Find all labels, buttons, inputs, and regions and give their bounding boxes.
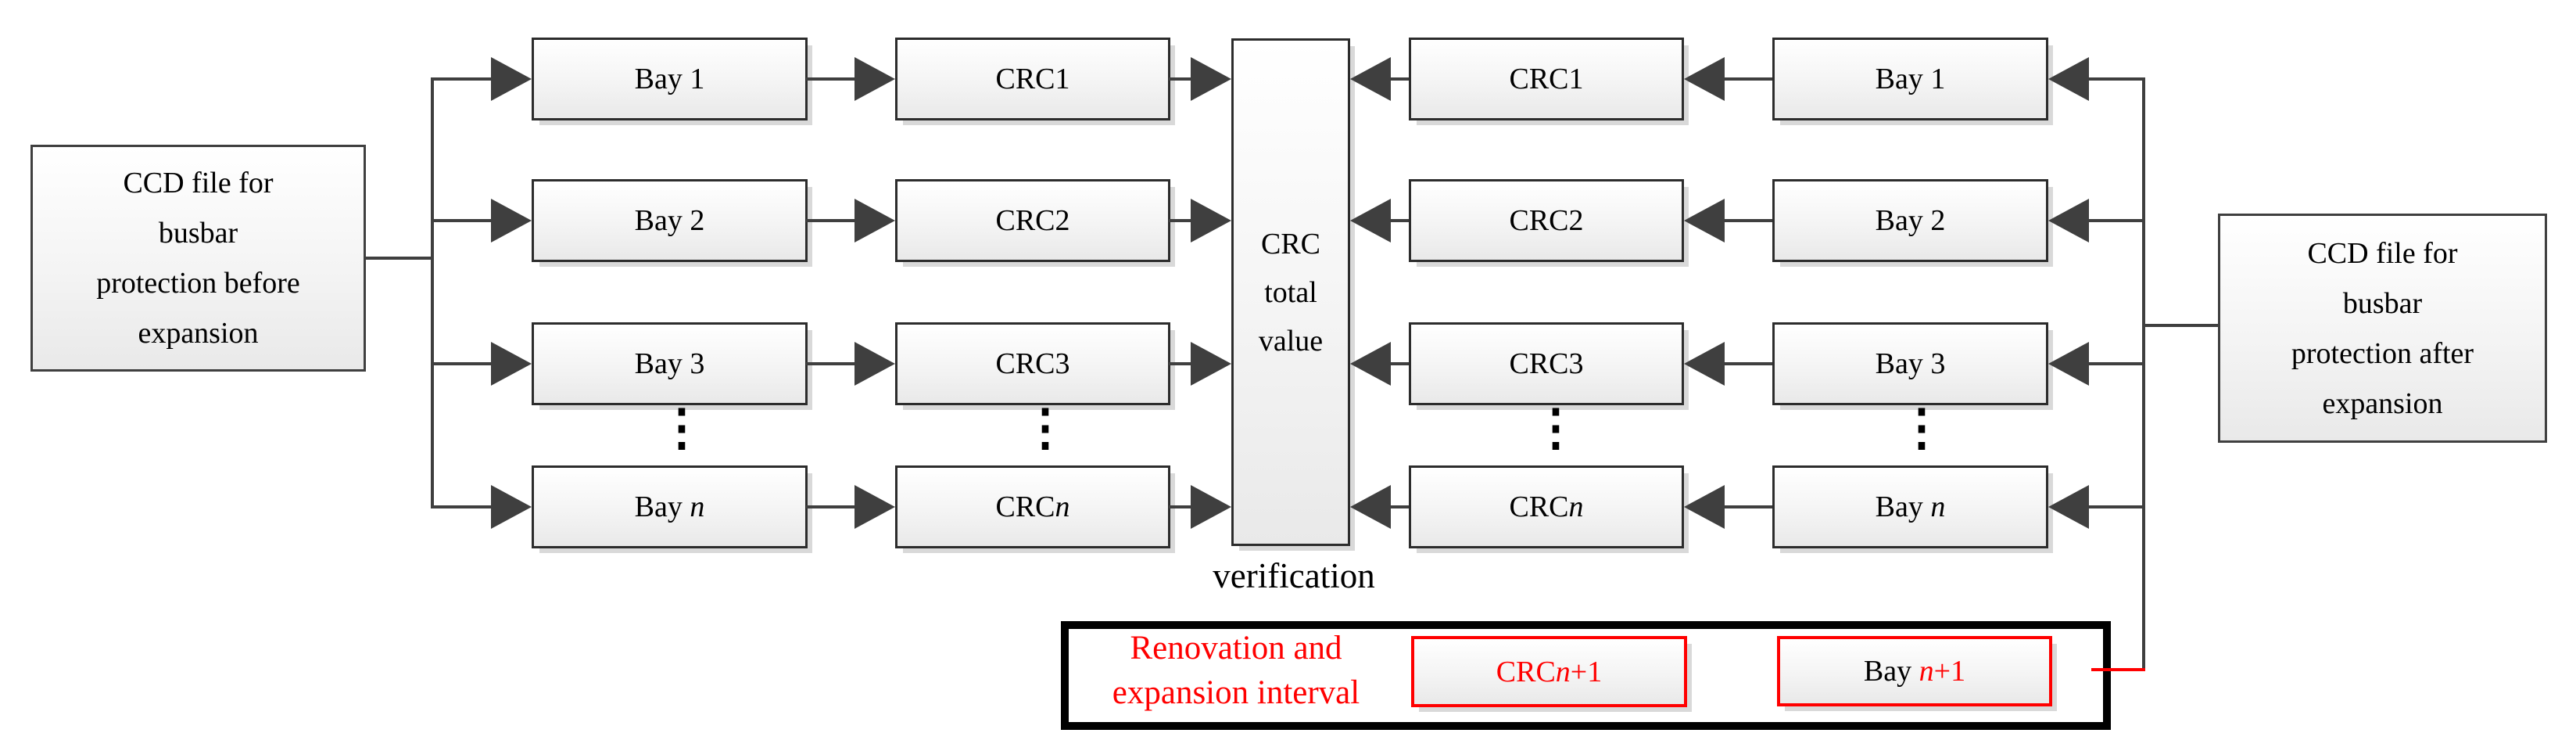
connector-line — [806, 77, 858, 81]
connector-line — [2087, 505, 2144, 508]
crcn-right-label: CRC — [1509, 490, 1569, 523]
ellipsis-crc-left: ⋮ — [1020, 400, 1070, 455]
renovation-interval-label: Renovation and expansion interval — [1112, 630, 1360, 711]
crc3-left-box: CRC3 — [895, 322, 1170, 405]
left-branch-trunk — [431, 77, 434, 508]
connector-line — [1723, 505, 1774, 508]
arrowhead-into-crc1-left — [854, 57, 895, 101]
crc2-right-label: CRC2 — [1509, 204, 1584, 237]
connector-line — [1389, 362, 1410, 365]
connector-line — [1723, 219, 1774, 222]
arrowhead-into-bay1-right — [2048, 57, 2089, 101]
connector-line — [2087, 362, 2144, 365]
bay3-right-label: Bay 3 — [1875, 347, 1946, 380]
bay1-left-label: Bay 1 — [634, 63, 705, 95]
crc1-left-label: CRC1 — [995, 63, 1070, 95]
connector-line — [1169, 505, 1194, 508]
crcn1-label: CRC — [1496, 655, 1556, 688]
crc1-right-label: CRC1 — [1509, 63, 1584, 95]
arrowhead-into-crc3-left — [854, 342, 895, 386]
arrowhead-into-bay2-left — [491, 199, 532, 243]
arrowhead-into-center-right-4 — [1350, 485, 1391, 529]
bay1-left-box: Bay 1 — [532, 38, 808, 120]
connector-ccd-after — [2144, 324, 2218, 327]
bayn-right-label: Bay — [1875, 490, 1931, 523]
bayn1-label: Bay — [1863, 655, 1919, 688]
arrowhead-into-bay3-left — [491, 342, 532, 386]
arrowhead-into-bayn-left — [491, 485, 532, 529]
ccd-before-box: CCD file for busbar protection before ex… — [30, 145, 366, 372]
connector-line — [432, 362, 495, 365]
right-branch-trunk — [2142, 77, 2145, 671]
bayn-left-box: Bay n — [532, 465, 808, 548]
bayn-right-box: Bay n — [1772, 465, 2048, 548]
crc1-left-box: CRC1 — [895, 38, 1170, 120]
arrowhead-into-center-left-3 — [1191, 342, 1231, 386]
arrowhead-into-crc2-right — [1684, 199, 1725, 243]
connector-line — [432, 77, 495, 81]
connector-line — [806, 362, 858, 365]
connector-line — [1169, 362, 1194, 365]
connector-line — [1389, 505, 1410, 508]
ellipsis-bay-left: ⋮ — [657, 400, 707, 455]
arrowhead-into-center-left-1 — [1191, 57, 1231, 101]
connector-line — [432, 505, 495, 508]
crc3-left-label: CRC3 — [995, 347, 1070, 380]
connector-line — [806, 505, 858, 508]
arrowhead-into-center-right-3 — [1350, 342, 1391, 386]
connector-line — [432, 219, 495, 222]
ellipsis-crc-right: ⋮ — [1531, 400, 1581, 455]
bayn-left-label: Bay — [634, 490, 690, 523]
arrowhead-into-crcn-left — [854, 485, 895, 529]
bayn1-box: Bay n+1 — [1777, 636, 2052, 706]
arrowhead-into-crc3-right — [1684, 342, 1725, 386]
arrowhead-into-bay3-right — [2048, 342, 2089, 386]
arrowhead-into-center-right-2 — [1350, 199, 1391, 243]
arrowhead-into-bay2-right — [2048, 199, 2089, 243]
crcn-right-box: CRCn — [1409, 465, 1684, 548]
bay3-left-box: Bay 3 — [532, 322, 808, 405]
ellipsis-bay-right: ⋮ — [1897, 400, 1947, 455]
crc3-right-label: CRC3 — [1509, 347, 1584, 380]
crc-total-value-box: CRC total value — [1231, 38, 1350, 546]
crc2-left-label: CRC2 — [995, 204, 1070, 237]
connector-line — [2087, 219, 2144, 222]
arrowhead-into-bay1-left — [491, 57, 532, 101]
crc3-right-box: CRC3 — [1409, 322, 1684, 405]
connector-line — [1723, 77, 1774, 81]
bay2-right-label: Bay 2 — [1875, 204, 1946, 237]
bay2-left-label: Bay 2 — [634, 204, 705, 237]
connector-line — [1389, 77, 1410, 81]
connector-line — [2087, 77, 2144, 81]
arrowhead-into-center-left-2 — [1191, 199, 1231, 243]
bay1-right-label: Bay 1 — [1875, 63, 1946, 95]
connector-ccd-before — [366, 257, 432, 260]
crcn-left-box: CRCn — [895, 465, 1170, 548]
connector-line — [1723, 362, 1774, 365]
connector-line — [1169, 219, 1194, 222]
ccd-after-box: CCD file for busbar protection after exp… — [2218, 214, 2547, 443]
bay3-right-box: Bay 3 — [1772, 322, 2048, 405]
crc2-right-box: CRC2 — [1409, 179, 1684, 262]
bay3-left-label: Bay 3 — [634, 347, 705, 380]
arrowhead-into-center-left-4 — [1191, 485, 1231, 529]
verification-caption: verification — [1213, 556, 1375, 595]
bay2-right-box: Bay 2 — [1772, 179, 2048, 262]
crc1-right-box: CRC1 — [1409, 38, 1684, 120]
connector-line — [806, 219, 858, 222]
connector-line — [1389, 219, 1410, 222]
crcn-left-label: CRC — [995, 490, 1055, 523]
connector-line — [1169, 77, 1194, 81]
arrowhead-into-crc1-right — [1684, 57, 1725, 101]
red-connector-line — [2091, 668, 2145, 671]
arrowhead-into-bayn-right — [2048, 485, 2089, 529]
arrowhead-into-crcn-right — [1684, 485, 1725, 529]
crcn1-box: CRCn+1 — [1411, 636, 1687, 707]
bay1-right-box: Bay 1 — [1772, 38, 2048, 120]
crc2-left-box: CRC2 — [895, 179, 1170, 262]
arrowhead-into-crc2-left — [854, 199, 895, 243]
bay2-left-box: Bay 2 — [532, 179, 808, 262]
arrowhead-into-center-right-1 — [1350, 57, 1391, 101]
